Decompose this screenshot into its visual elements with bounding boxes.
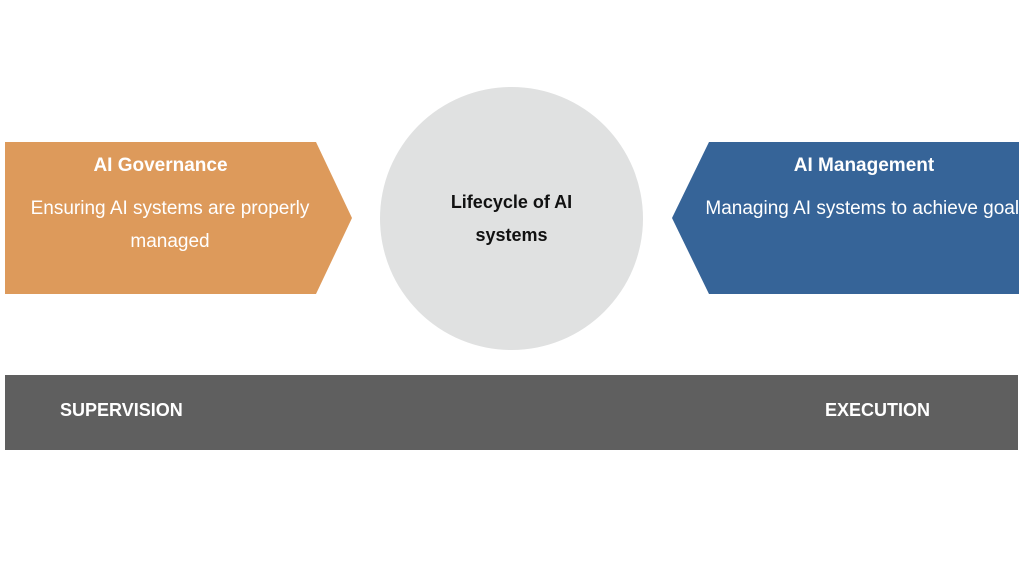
- ai-management-chevron: AI Management Managing AI systems to ach…: [672, 142, 1019, 294]
- management-title: AI Management: [793, 155, 935, 176]
- lifecycle-circle: Lifecycle of AI systems: [380, 87, 643, 350]
- governance-description: Ensuring AI systems are properly managed: [30, 198, 310, 252]
- governance-title: AI Governance: [93, 155, 228, 176]
- supervision-execution-bar: SUPERVISION EXECUTION: [5, 375, 1018, 450]
- supervision-label: SUPERVISION: [60, 400, 183, 420]
- ai-governance-chevron: AI Governance Ensuring AI systems are pr…: [5, 142, 352, 294]
- execution-label: EXECUTION: [825, 400, 931, 420]
- lifecycle-label: Lifecycle of AI systems: [450, 191, 573, 245]
- management-description: Managing AI systems to achieve goals: [705, 198, 1024, 219]
